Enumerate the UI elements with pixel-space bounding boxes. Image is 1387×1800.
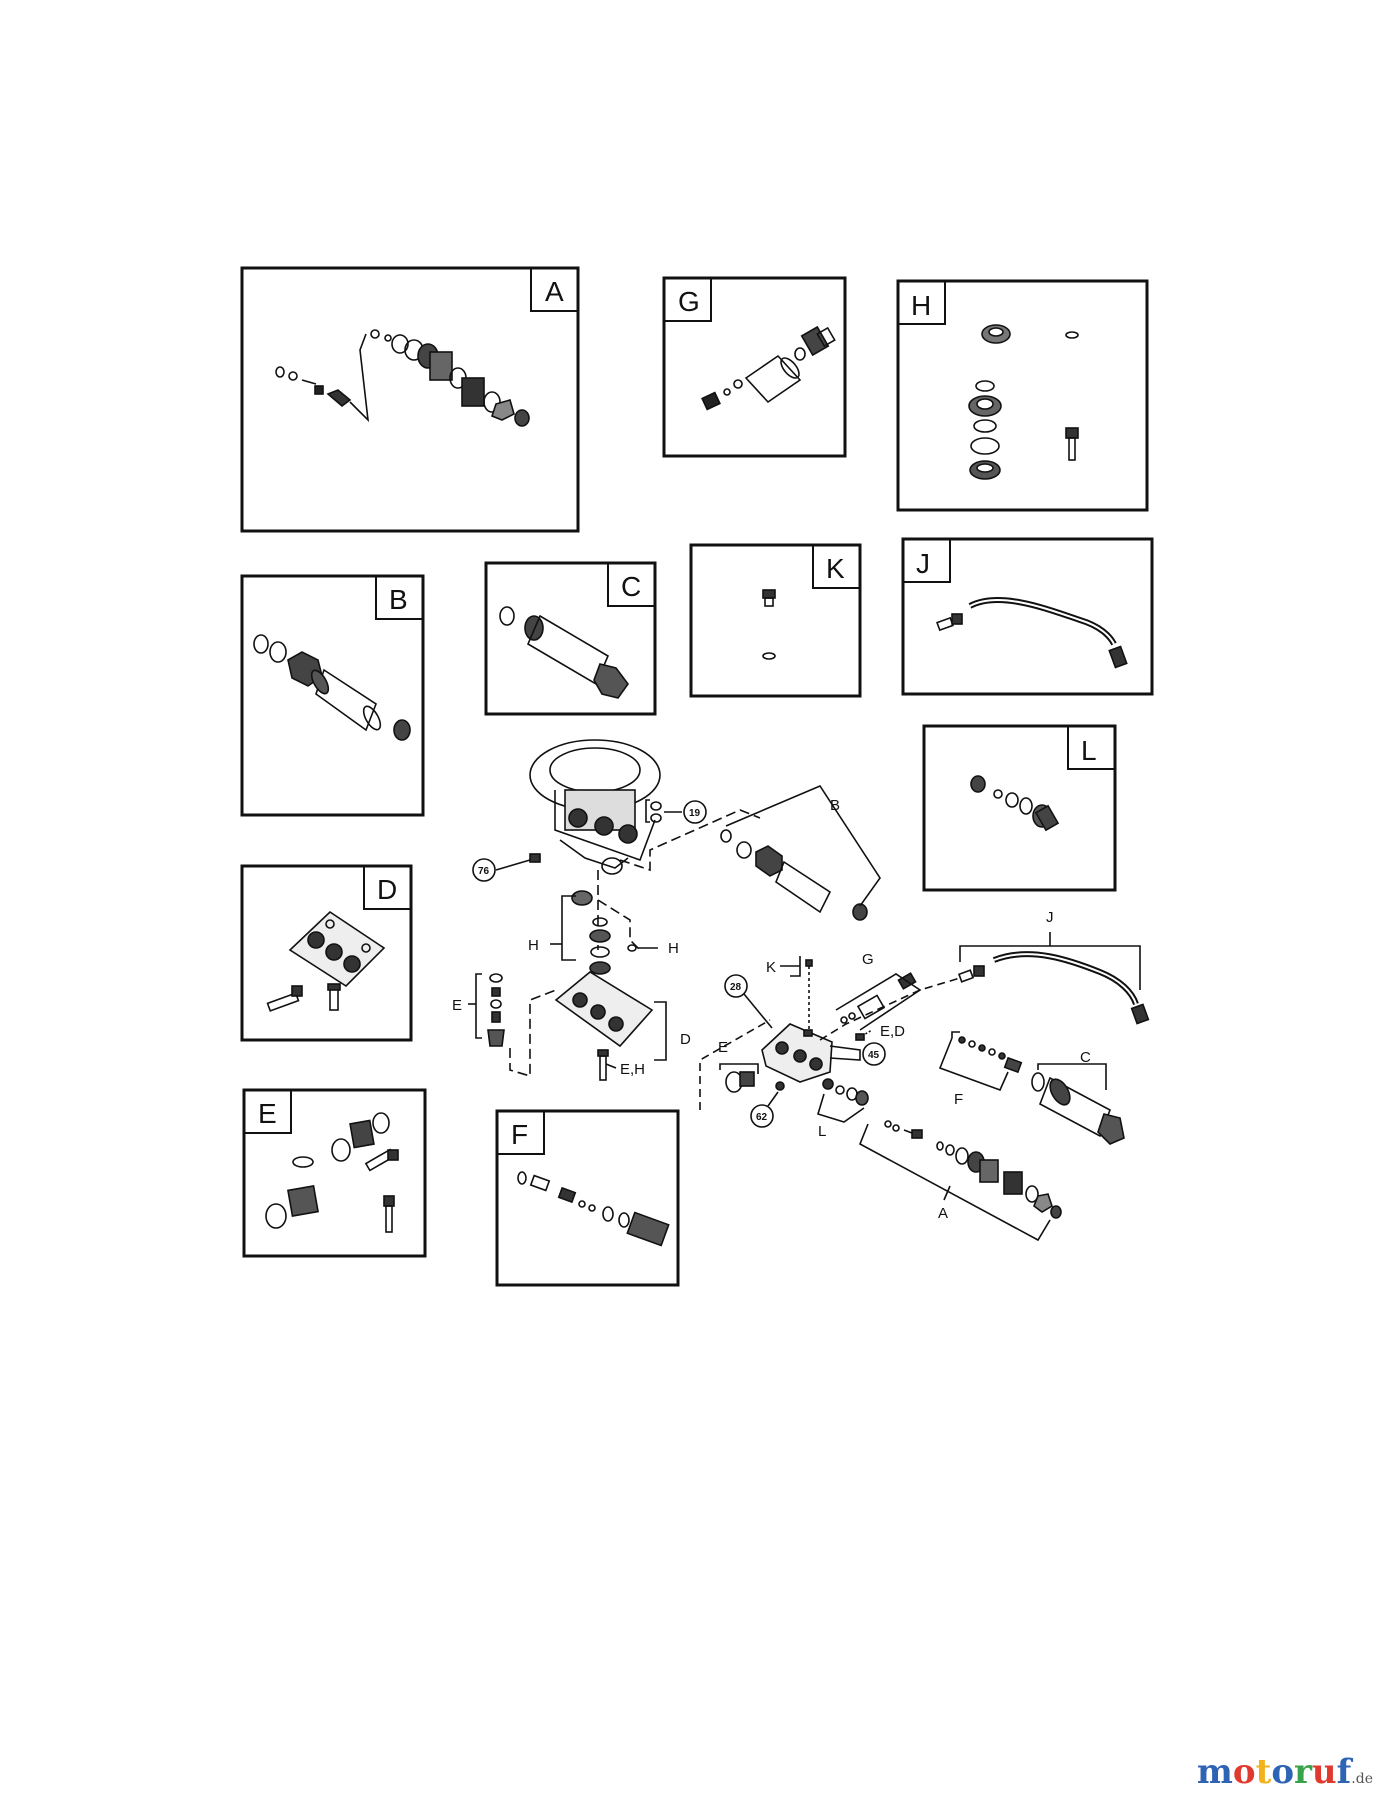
inset-box-j: J [901,537,1154,696]
part-number-28: 28 [730,982,742,993]
callout-ed: E,D [880,1023,905,1040]
box-d-parts [266,910,386,1012]
box-e-parts [265,1112,399,1233]
logo-letter-u: u [1311,1752,1337,1792]
box-l-parts [970,775,1060,832]
logo-letter-o: o [1232,1752,1256,1792]
logo-letter-m: m [1196,1752,1233,1792]
inset-box-f: F [495,1109,680,1287]
inset-box-b: B [240,574,425,817]
callout-d: D [680,1031,691,1048]
logo-tld: .de [1351,1771,1373,1787]
callout-g: G [862,951,874,968]
box-j-parts [936,597,1128,669]
box-g-parts [701,325,836,411]
callout-j: J [1046,909,1054,926]
inset-box-a: A [240,266,580,533]
callout-eh: E,H [620,1061,645,1078]
box-a-parts [275,329,530,427]
box-label-a: A [545,276,564,307]
callout-a: A [938,1205,948,1222]
box-h-parts [968,324,1079,480]
part-number-19: 19 [689,808,701,819]
callout-e-mid: E [718,1039,728,1056]
box-label-b: B [389,584,408,615]
box-label-l: L [1081,735,1097,766]
inset-box-h: H [896,279,1149,512]
main-pump-assembly: 19 76 B H [452,739,881,1081]
callout-c: C [1080,1049,1091,1066]
box-c-parts [499,606,629,699]
part-number-76: 76 [478,866,490,877]
logo-letter-t: t [1255,1752,1272,1792]
box-label-f: F [511,1119,528,1150]
box-f-parts [517,1171,670,1247]
logo-letter-r: r [1294,1752,1312,1792]
callout-b: B [830,797,840,814]
secondary-manifold-assembly: 28 K G E,D 45 [699,909,1150,1242]
callout-k: K [766,959,776,976]
logo-letter-o2: o [1271,1752,1294,1792]
inset-box-l: L [922,724,1117,892]
watermark-logo: motoruf.de [1197,1752,1373,1792]
logo-letter-f: f [1336,1752,1352,1792]
callout-h-right: H [668,940,679,957]
box-b-parts [253,634,411,741]
part-number-62: 62 [756,1112,768,1123]
box-label-h: H [911,290,931,321]
inset-box-e: E [242,1088,427,1258]
box-label-j: J [916,548,930,579]
inset-box-g: G [662,276,847,458]
box-k-parts [762,589,776,660]
box-label-g: G [678,286,700,317]
callout-f: F [954,1091,963,1108]
inset-box-c: C [484,561,657,716]
box-label-e: E [258,1098,277,1129]
callout-e-left: E [452,997,462,1014]
callout-l: L [818,1123,826,1140]
callout-h-left: H [528,937,539,954]
box-label-k: K [826,553,845,584]
part-number-45: 45 [868,1050,880,1061]
inset-box-k: K [689,543,862,698]
box-label-d: D [377,874,397,905]
inset-box-d: D [240,864,413,1042]
box-label-c: C [621,571,641,602]
